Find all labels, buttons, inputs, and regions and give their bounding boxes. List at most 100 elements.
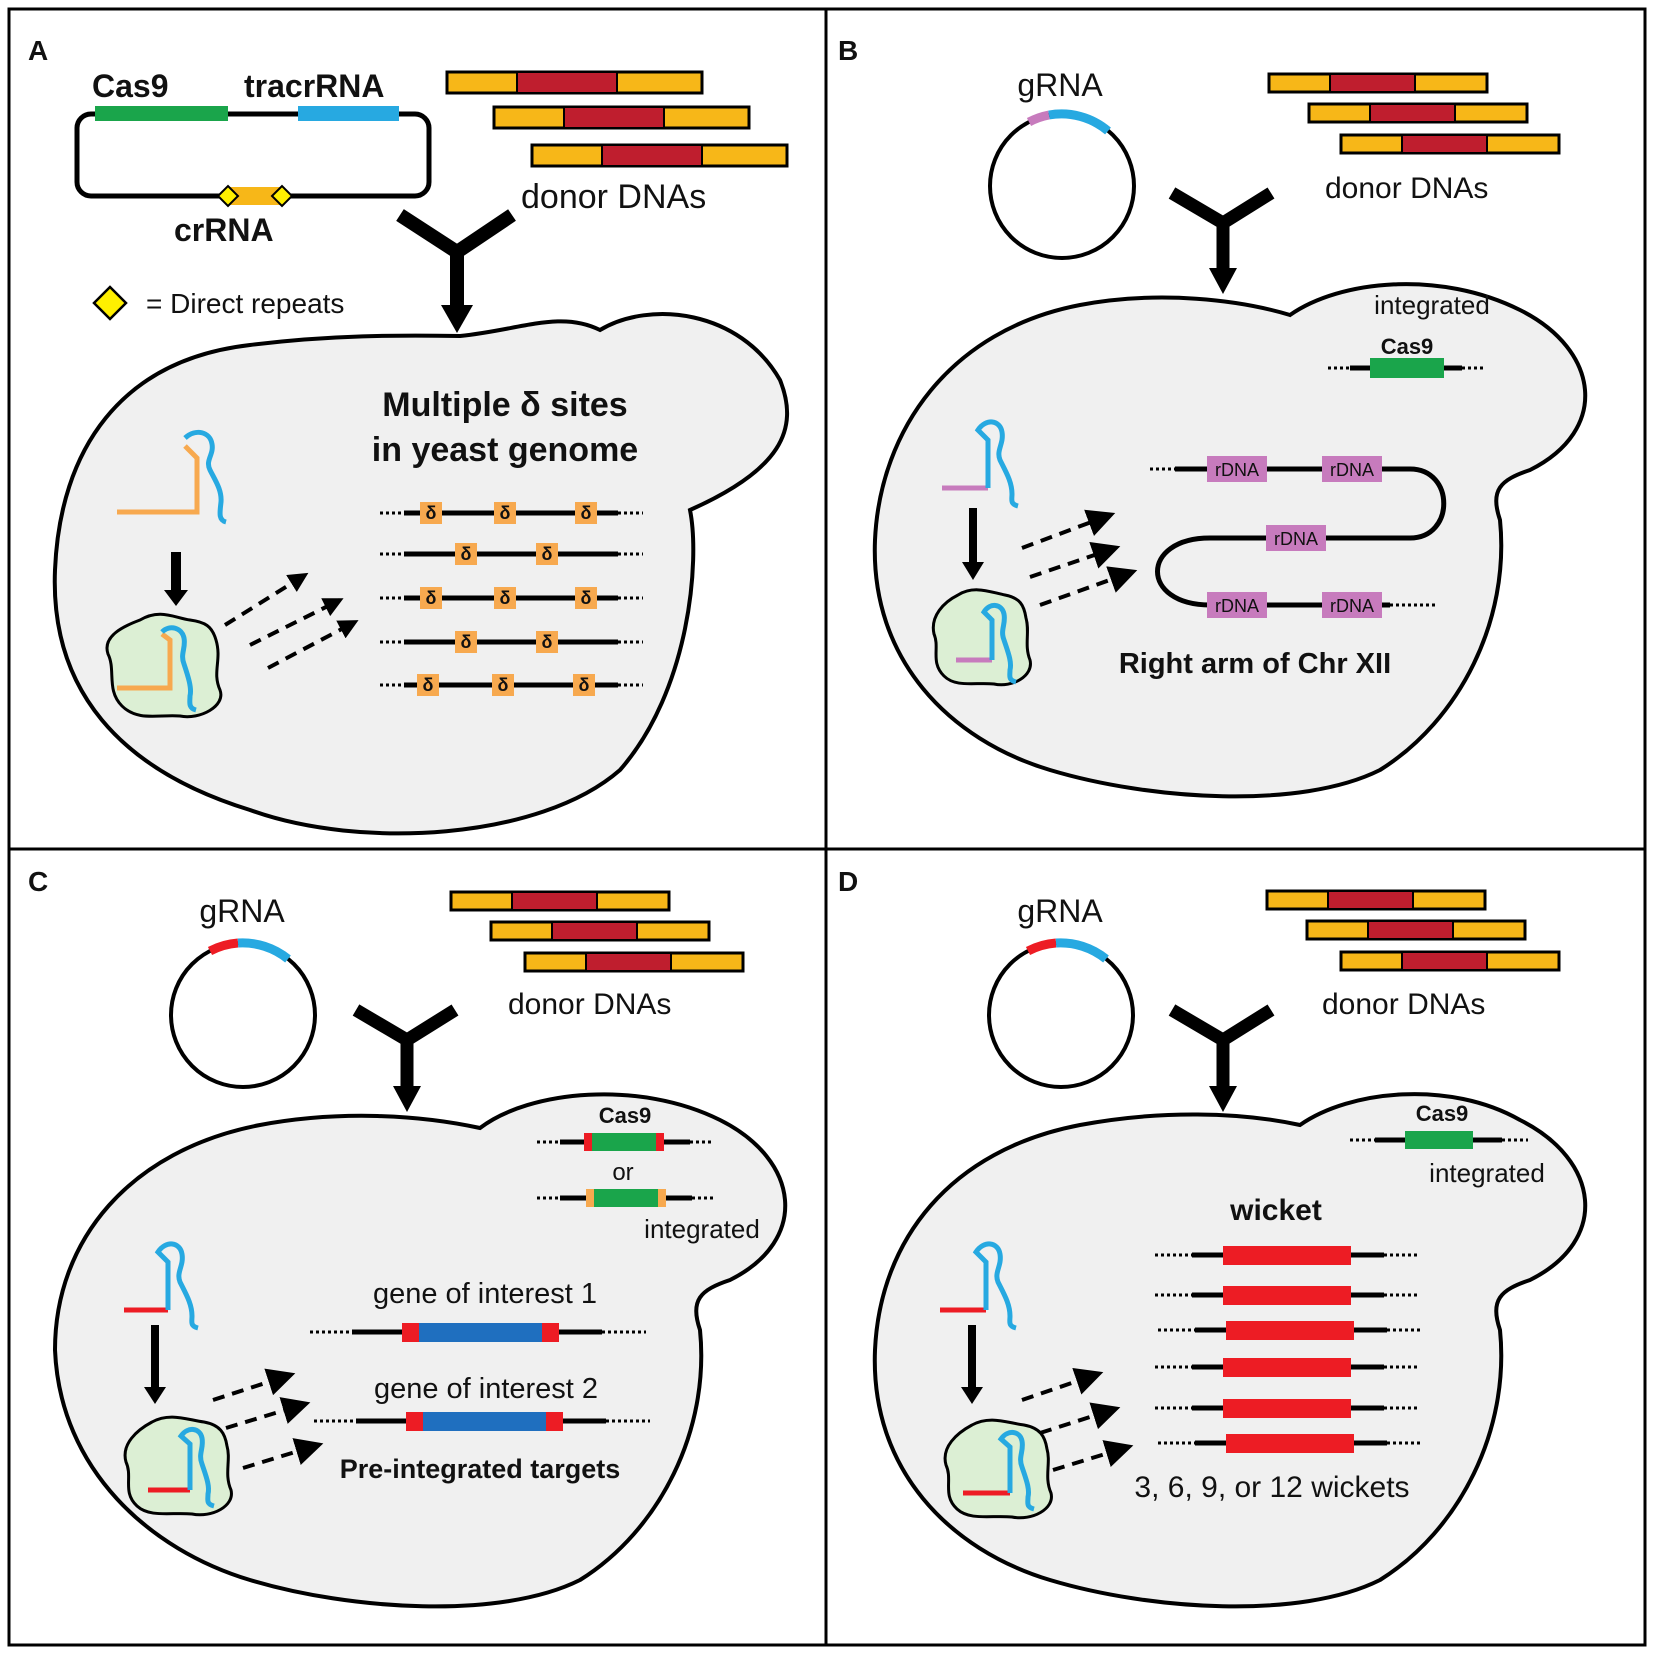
complex-rna-a [117, 632, 173, 691]
target-arrow-a1 [223, 572, 309, 627]
grna-spacer-c [207, 938, 239, 956]
crrna-label: crRNA [174, 212, 274, 248]
grna-label-d: gRNA [1017, 893, 1103, 929]
cas9-pam-c2-right [658, 1189, 666, 1207]
wicket-label: wicket [1229, 1194, 1322, 1227]
tracrrna-segment [298, 106, 399, 121]
grna-scaffold-d [1055, 938, 1109, 963]
svg-text:δ: δ [461, 632, 472, 652]
rdna-box [1266, 525, 1326, 551]
merge-arrowhead-b [1209, 268, 1237, 294]
delta-site [455, 631, 477, 653]
guide-rna-d-scaffold [972, 1241, 1017, 1331]
cas9-segment [95, 106, 228, 121]
donor-dna-stack-d [1265, 889, 1561, 972]
rdna-label: rDNA [1330, 460, 1374, 480]
donor-dnas-label: donor DNAs [521, 178, 706, 216]
svg-text:δ: δ [461, 544, 472, 564]
rdna-label: rDNA [1274, 529, 1318, 549]
integrated-label-c: integrated [644, 1214, 760, 1244]
donor-dnas-label-b: donor DNAs [1325, 172, 1488, 205]
cas9-label-d: Cas9 [1416, 1101, 1469, 1126]
cas9-complex-d [943, 1418, 1053, 1520]
rdna-label: rDNA [1215, 596, 1259, 616]
donor-dna-stack [445, 70, 789, 168]
delta-symbols: δ δ δ δ δ δ δ δ δ δ δ δ δ [423, 503, 592, 695]
target-arrow-c2 [225, 1397, 311, 1430]
merge-arrowhead-c [393, 1086, 421, 1112]
target-arrow-c3 [242, 1438, 324, 1470]
panel-d-letter: D [838, 866, 858, 897]
or-label-c: or [612, 1159, 633, 1186]
rdna-box [1322, 456, 1382, 482]
gene2-pam-left [406, 1412, 423, 1431]
delta-site [420, 502, 442, 524]
yeast-cell-d [872, 1092, 1588, 1609]
merge-arrow [396, 209, 516, 310]
wicket-count-caption: 3, 6, 9, or 12 wickets [1134, 1471, 1409, 1504]
svg-text:δ: δ [542, 544, 553, 564]
donor-dna-stack-c [449, 890, 745, 973]
svg-text:δ: δ [498, 675, 509, 695]
delta-site [417, 674, 439, 696]
wicket-row [1155, 1358, 1420, 1377]
rdna-label: rDNA [1330, 596, 1374, 616]
delta-site [420, 587, 442, 609]
integrated-label-b: integrated [1374, 290, 1490, 320]
grna-spacer-b [1026, 110, 1050, 127]
gene1-label: gene of interest 1 [373, 1278, 597, 1310]
cas9-gene-c1 [592, 1133, 656, 1151]
delta-site [494, 587, 516, 609]
gene2-pam-right [546, 1412, 563, 1431]
svg-text:δ: δ [426, 588, 437, 608]
processing-arrowhead-b [962, 562, 984, 580]
crrna-segment [228, 187, 282, 205]
direct-repeat-icon-right [270, 184, 294, 208]
wicket-row [1155, 1246, 1420, 1265]
cas9-label-c: Cas9 [599, 1103, 652, 1128]
rdna-label: rDNA [1215, 460, 1259, 480]
grna-label-b: gRNA [1017, 67, 1103, 103]
grna-plasmid-b [988, 112, 1136, 260]
wicket-row [1155, 1286, 1420, 1305]
cas9-label: Cas9 [92, 68, 169, 104]
cas9-gene-d [1405, 1131, 1473, 1149]
donor-dna-stack-b [1267, 72, 1561, 155]
delta-site [573, 674, 595, 696]
merge-arrow-c [352, 1004, 459, 1090]
cas9-pam-c2-left [586, 1189, 594, 1207]
delta-site [492, 674, 514, 696]
rdna-box [1207, 592, 1267, 618]
cas9-label-b: Cas9 [1381, 334, 1434, 359]
svg-text:δ: δ [426, 503, 437, 523]
target-arrow-d2 [1039, 1402, 1121, 1435]
direct-repeats-legend: = Direct repeats [146, 288, 344, 319]
complex-rna-d-scaffold [997, 1430, 1035, 1512]
gene2-label: gene of interest 2 [374, 1373, 598, 1405]
target-arrow-b1 [1021, 509, 1116, 550]
guide-rna-b-scaffold [974, 419, 1019, 509]
panel-a-title-line2: in yeast genome [372, 431, 638, 469]
grna-label-c: gRNA [199, 893, 285, 929]
cas9-complex-b [931, 588, 1032, 687]
processing-arrowhead-c [144, 1387, 166, 1404]
grna-spacer-d [1025, 938, 1057, 956]
svg-text:δ: δ [423, 675, 434, 695]
complex-rna-c-scaffold [177, 1427, 215, 1509]
tracrrna-label: tracrRNA [244, 68, 384, 104]
cas9-gene-b [1370, 358, 1444, 378]
panel-c-letter: C [28, 866, 48, 897]
merge-arrow-b [1168, 187, 1275, 272]
grna-plasmid-c [169, 941, 317, 1089]
target-arrow-d1 [1021, 1368, 1104, 1402]
target-arrow-d3 [1052, 1440, 1134, 1472]
panel-c: C gRNA donor DNAs Cas9 or [28, 866, 788, 1609]
delta-site [536, 543, 558, 565]
guide-rna-a [117, 429, 227, 525]
cas9-pam-c1-right [656, 1133, 664, 1151]
direct-repeat-icon-left [216, 184, 240, 208]
target-arrow-c1 [212, 1368, 296, 1402]
svg-text:δ: δ [579, 675, 590, 695]
direct-repeat-legend-icon [92, 285, 128, 321]
delta-site [575, 502, 597, 524]
